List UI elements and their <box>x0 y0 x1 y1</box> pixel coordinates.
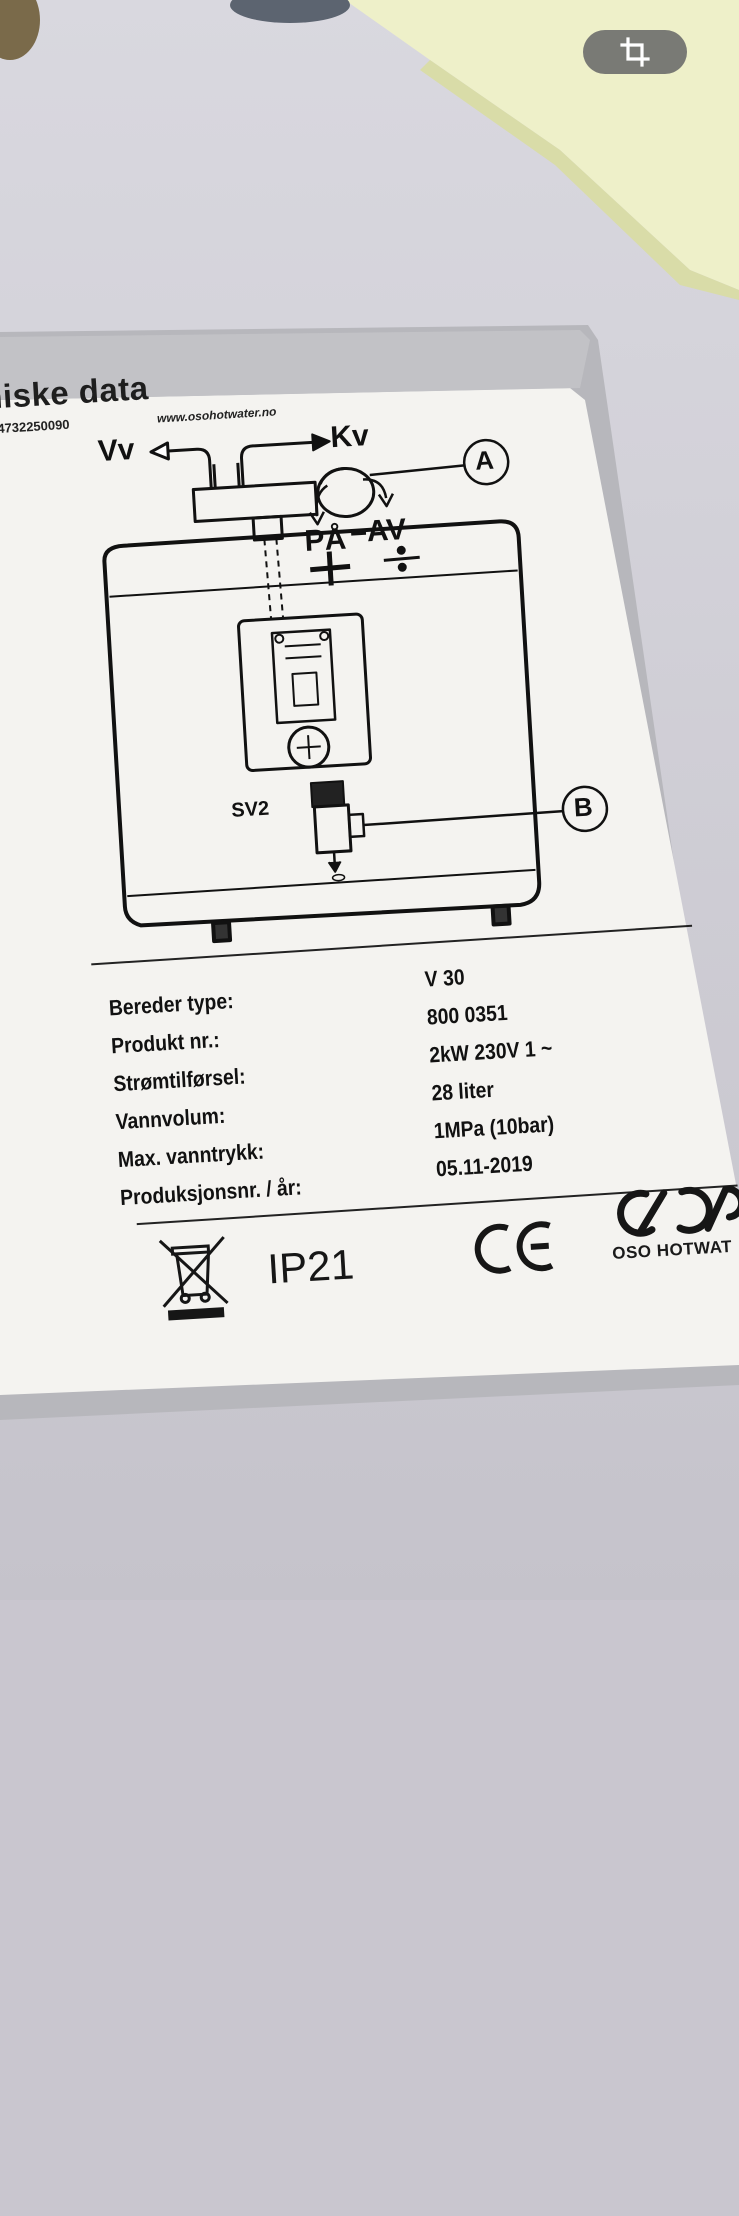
technical-label: kniske data ax: +4732250090 www.osohotwa… <box>0 369 739 1321</box>
callout-b: B <box>572 791 594 823</box>
callout-a: A <box>474 444 495 476</box>
outlet-label: Vv <box>96 432 136 469</box>
weee-bin-icon <box>158 1236 229 1321</box>
ce-mark-icon <box>474 1221 554 1274</box>
heater-diagram <box>91 433 738 1226</box>
brass-object <box>0 0 40 60</box>
crop-button[interactable] <box>583 30 687 74</box>
inlet-label: Kv <box>329 419 370 455</box>
spec-value-production: 05.11-2019 <box>435 1150 534 1182</box>
spec-labels: Bereder type: Produkt nr.: Strømtilførse… <box>108 977 328 1217</box>
ip-rating: IP21 <box>266 1240 356 1293</box>
spec-values: V 30 800 0351 2kW 230V 1 ~ 28 liter 1MPa… <box>424 952 577 1188</box>
valve-label: SV2 <box>230 797 270 822</box>
label-plate <box>0 325 739 1420</box>
on-label: PÅ <box>303 522 348 558</box>
oso-logo-icon <box>617 1185 739 1237</box>
off-label: –AV <box>349 513 408 550</box>
crop-icon <box>620 37 650 67</box>
